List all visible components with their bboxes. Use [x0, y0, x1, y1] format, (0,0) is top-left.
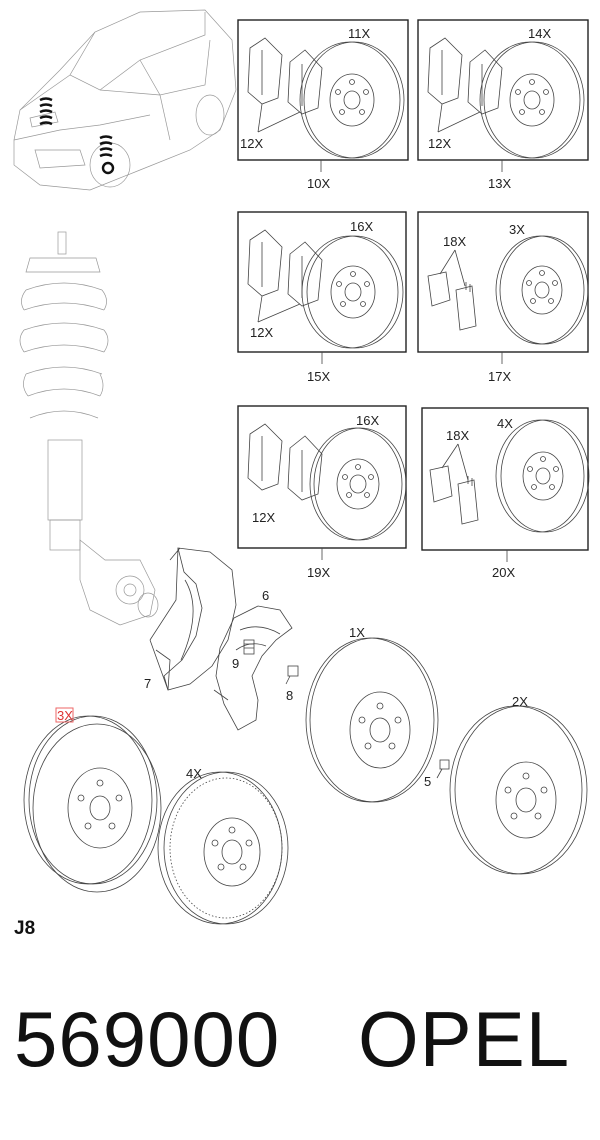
splash-shield-7: [149, 547, 237, 691]
car-front-springs: [39, 97, 115, 175]
brake-disc: [479, 41, 585, 159]
bolt-9: [243, 639, 255, 655]
kit-17x-pads-label: 18X: [443, 234, 466, 249]
brake-pad: [247, 37, 323, 115]
strut-assembly: [19, 231, 159, 626]
kit-19x-disc-label: 16X: [356, 413, 379, 428]
brake-disc: [495, 235, 589, 345]
kit-13x-pads-label: 12X: [428, 136, 451, 151]
brake-disc: [299, 41, 405, 159]
brake-disc-1x: [305, 637, 439, 803]
shield-7-label: 7: [144, 676, 151, 691]
kit-20x-pads-label: 18X: [446, 428, 469, 443]
kit-13x-box: 14X 12X 13X: [417, 19, 589, 191]
car-illustration: [13, 9, 237, 191]
sheet-code: J8: [14, 918, 36, 939]
kit-13x-label: 13X: [488, 176, 511, 191]
kit-10x-pads-label: 12X: [240, 136, 263, 151]
kit-15x-label: 15X: [307, 369, 330, 384]
brake-pad: [427, 37, 503, 115]
brake-disc-4x: [157, 771, 289, 925]
kit-13x-disc-label: 14X: [528, 26, 551, 41]
brake-pad: [247, 423, 323, 501]
disc-1x-label: 1X: [349, 625, 365, 640]
disc-3x-label: 3X: [57, 708, 73, 723]
brand-name: OPEL: [358, 995, 571, 1083]
disc-2x-label: 2X: [512, 694, 528, 709]
brake-pad: [429, 465, 479, 525]
bolt-5: [436, 759, 450, 779]
kit-15x-pads-label: 12X: [250, 325, 273, 340]
kit-10x-box: 11X 12X 10X: [237, 19, 409, 191]
disc-4x-label: 4X: [186, 766, 202, 781]
kit-17x-label: 17X: [488, 369, 511, 384]
brake-disc-2x: [449, 705, 588, 875]
bolt-5-label: 5: [424, 774, 431, 789]
part-number: 569000: [14, 995, 281, 1083]
brake-disc-3x: [23, 715, 162, 893]
kit-20x-box: 18X 4X 20X: [421, 407, 590, 580]
shield-6-label: 6: [262, 588, 269, 603]
kit-10x-disc-label: 11X: [348, 26, 370, 41]
kit-15x-box: 16X 12X 15X: [237, 211, 407, 384]
brake-pad: [247, 229, 323, 307]
bolt-9-label: 9: [232, 656, 239, 671]
brake-disc: [309, 427, 407, 541]
kit-20x-disc-label: 4X: [497, 416, 513, 431]
kit-19x-pads-label: 12X: [252, 510, 275, 525]
kit-17x-box: 18X 3X 17X: [417, 211, 589, 384]
kit-19x-box: 16X 12X 19X: [237, 405, 407, 580]
kit-10x-label: 10X: [307, 176, 330, 191]
splash-shield-6: [213, 605, 293, 731]
brake-pad: [427, 271, 477, 331]
bolt-8-label: 8: [286, 688, 293, 703]
kit-20x-label: 20X: [492, 565, 515, 580]
brake-disc: [495, 419, 590, 533]
bolt-8: [285, 665, 299, 685]
kit-19x-label: 19X: [307, 565, 330, 580]
kit-15x-disc-label: 16X: [350, 219, 373, 234]
kit-17x-disc-label: 3X: [509, 222, 525, 237]
brake-disc: [301, 235, 404, 349]
